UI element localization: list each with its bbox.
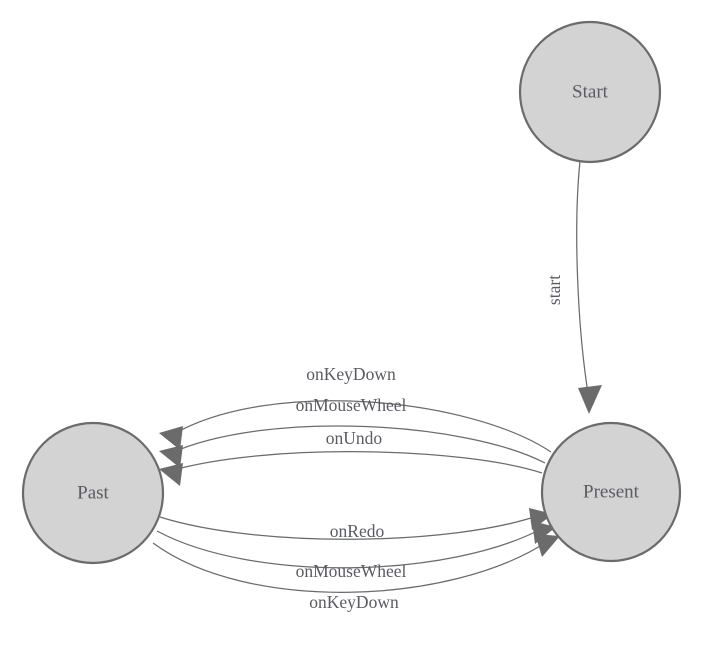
- edge-onmousewheel-undo-arrowhead: [159, 445, 183, 468]
- edge-onkeydown-redo-label: onKeyDown: [309, 592, 399, 612]
- node-present-label: Present: [583, 481, 640, 502]
- edge-onredo-label: onRedo: [330, 521, 385, 541]
- edge-start-path: [576, 160, 589, 394]
- edge-onredo-path: [159, 514, 541, 540]
- edge-onundo-path: [169, 451, 543, 474]
- edge-onmousewheel-redo-path: [156, 527, 544, 569]
- edge-onundo-label: onUndo: [326, 428, 383, 448]
- edge-onkeydown-redo-path: [152, 540, 549, 593]
- edge-onmousewheel-undo-label: onMouseWheel: [296, 395, 407, 415]
- edge-start[interactable]: start: [544, 160, 602, 414]
- edge-onkeydown-undo[interactable]: onKeyDown: [159, 364, 552, 453]
- node-past-circle: [21, 421, 165, 565]
- node-start[interactable]: Start: [518, 20, 662, 164]
- edge-start-arrowhead: [578, 385, 602, 414]
- node-present-circle: [540, 421, 682, 563]
- edge-onkeydown-undo-arrowhead: [159, 426, 183, 450]
- node-past[interactable]: Past: [21, 421, 165, 565]
- edge-onundo[interactable]: onUndo: [159, 428, 543, 486]
- edge-onkeydown-undo-path: [171, 400, 552, 453]
- node-present[interactable]: Present: [540, 421, 682, 563]
- edge-onredo[interactable]: onRedo: [159, 508, 553, 541]
- node-past-label: Past: [77, 482, 109, 503]
- edge-onmousewheel-undo-path: [170, 425, 546, 464]
- edge-start-label: start: [544, 275, 564, 305]
- edge-onkeydown-redo-arrowhead: [535, 534, 560, 557]
- edge-onkeydown-undo-label: onKeyDown: [306, 364, 396, 384]
- node-start-label: Start: [572, 81, 609, 102]
- edge-onmousewheel-redo-label: onMouseWheel: [296, 561, 407, 581]
- edge-onmousewheel-undo[interactable]: onMouseWheel: [159, 395, 546, 468]
- edge-onundo-arrowhead: [159, 463, 183, 486]
- node-start-circle: [518, 20, 662, 164]
- edge-onkeydown-redo[interactable]: onKeyDown: [152, 534, 560, 612]
